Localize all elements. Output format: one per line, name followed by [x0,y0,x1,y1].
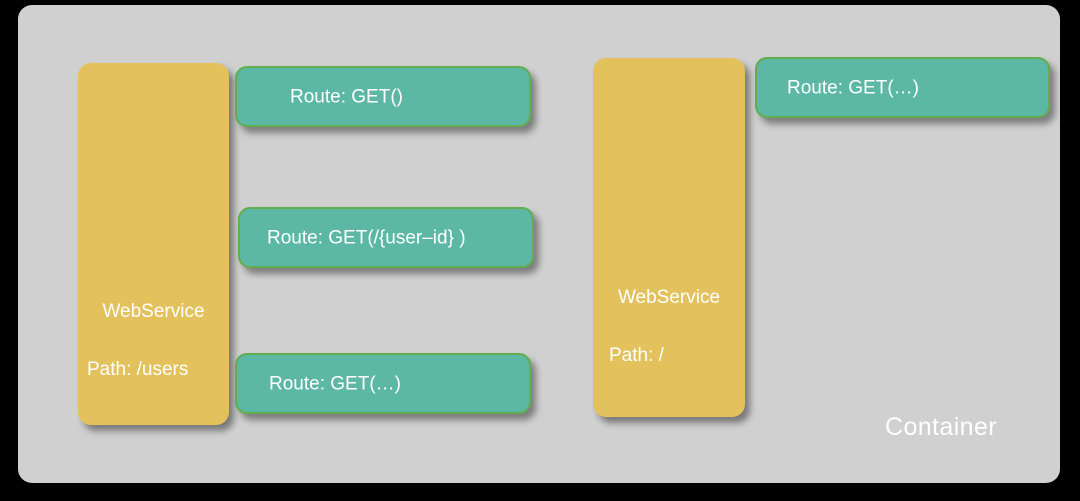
container-label: Container [885,413,997,441]
route-box-get-ellipsis[interactable]: Route: GET(…) [235,353,531,414]
route-label: Route: GET(/{user–id} ) [267,227,466,248]
route-box-get-user-id[interactable]: Route: GET(/{user–id} ) [238,207,534,268]
container-box: WebService Path: /users Route: GET() Rou… [18,5,1060,483]
webservice-path-label: Path: /users [87,359,189,380]
webservice-box-users[interactable]: WebService Path: /users [78,63,229,425]
webservice-path-label: Path: / [609,345,664,366]
route-box-get-ellipsis-root[interactable]: Route: GET(…) [755,57,1050,118]
route-label: Route: GET(…) [269,373,401,394]
route-label: Route: GET() [290,86,403,107]
webservice-title: WebService [617,287,721,308]
route-box-get[interactable]: Route: GET() [235,66,531,127]
webservice-title: WebService [102,301,205,322]
route-label: Route: GET(…) [787,77,919,98]
webservice-box-root[interactable]: WebService Path: / [593,58,745,417]
